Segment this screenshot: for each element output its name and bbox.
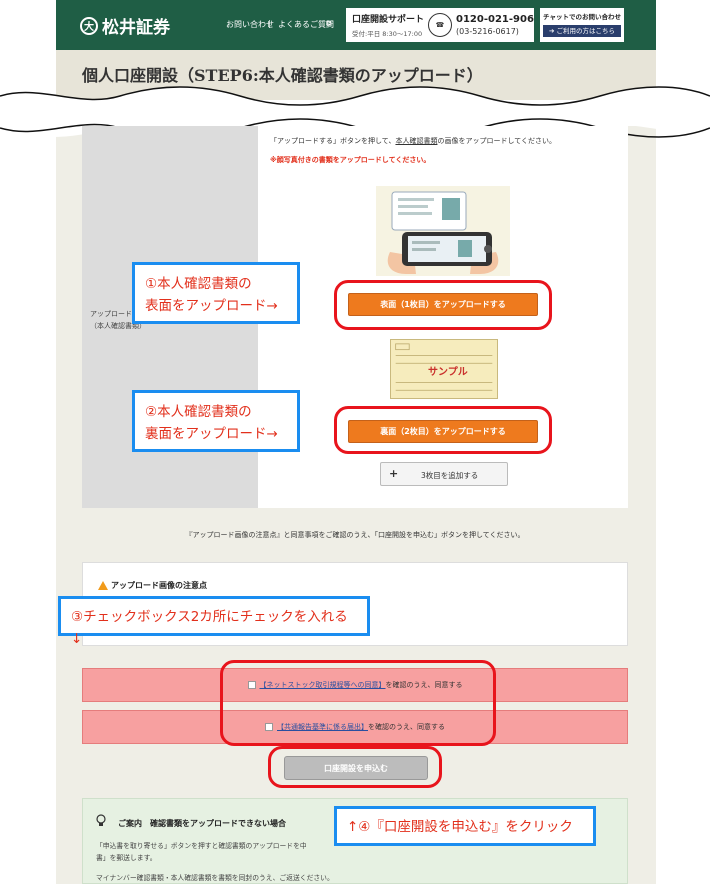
- support-hours: 受付:平日 8:30〜17:00: [352, 30, 423, 38]
- logo-text: 松井証券: [102, 18, 170, 38]
- header-separator: |: [268, 19, 271, 28]
- photo-id-warning: ※顔写真付きの書類をアップロードしてください。: [270, 156, 431, 164]
- highlight-front-upload: [334, 280, 552, 330]
- agreement-suffix-2: を確認のうえ、同意する: [368, 723, 445, 731]
- warning-icon: [98, 581, 108, 590]
- highlight-submit: [268, 746, 442, 788]
- add-button-label: 3枚目を追加する: [421, 471, 479, 480]
- phone-main: 0120-021-906: [456, 14, 534, 25]
- annotation-1-line2: 表面をアップロード→: [145, 298, 278, 314]
- chat-box: チャットでのお問い合わせ ➔ ご利用の方はこちら: [540, 8, 624, 42]
- upload-label: アップロード （本人確認書類）: [90, 308, 146, 332]
- guide-text-1: 「申込書を取り寄せる」ボタンを押すと確認書類のアップロードを中: [96, 842, 307, 850]
- lightbulb-icon: [96, 814, 106, 826]
- agreement-suffix-1: を確認のうえ、同意する: [385, 681, 463, 689]
- terms-link-2[interactable]: 【共通報告基準に係る届出】: [277, 723, 368, 731]
- highlight-checkboxes: [220, 660, 496, 746]
- annotation-1-line1: ①本人確認書類の: [145, 276, 252, 292]
- chat-button-label: ご利用の方はこちら: [556, 27, 616, 35]
- upload-notes-heading: アップロード画像の注意点: [98, 580, 207, 591]
- upload-back-button[interactable]: 裏面（2枚目）をアップロードする: [348, 420, 538, 443]
- support-box: 口座開設サポート 受付:平日 8:30〜17:00 ☎ 0120-021-906…: [346, 8, 534, 42]
- upload-instruction: 「アップロードする」ボタンを押して、本人確認書類の画像をアップロードしてください…: [270, 136, 556, 146]
- guide-title: ご案内 確認書類をアップロードできない場合: [118, 819, 286, 828]
- checkbox-1[interactable]: [247, 681, 256, 689]
- upload-label-line1: アップロード: [90, 310, 132, 318]
- agreement-instruction: 『アップロード画像の注意点』と同意事項をご確認のうえ、「口座開設を申込む」ボタン…: [185, 531, 525, 539]
- sample-label: サンプル: [428, 367, 468, 378]
- annotation-2-line1: ②本人確認書類の: [145, 404, 252, 420]
- instruction-post: の画像をアップロードしてください。: [437, 137, 557, 145]
- guide-text-3: マイナンバー確認書類・本人確認書類を書類を同封のうえ、ご返送ください。: [96, 874, 334, 882]
- annotation-step-3: ③チェックボックス2カ所にチェックを入れる↓: [58, 596, 370, 647]
- site-logo[interactable]: 大 松井証券: [80, 13, 170, 38]
- support-title: 口座開設サポート: [352, 15, 425, 25]
- contact-link[interactable]: お問い合わせ: [226, 20, 274, 29]
- agreement-row-1[interactable]: 【ネットストック取引規程等への同意】 を確認のうえ、同意する: [82, 668, 628, 702]
- external-link-icon: ⧉: [326, 19, 332, 28]
- phone-sub: (03-5216-0617): [456, 27, 519, 36]
- chat-button[interactable]: ➔ ご利用の方はこちら: [543, 25, 621, 37]
- add-third-image-button[interactable]: + 3枚目を追加する: [380, 462, 508, 486]
- sample-card-image: [390, 339, 498, 399]
- annotation-step-1: ①本人確認書類の 表面をアップロード→: [132, 262, 300, 324]
- id-document-link[interactable]: 本人確認書類: [395, 137, 438, 145]
- upload-front-button[interactable]: 表面（1枚目）をアップロードする: [348, 293, 538, 316]
- annotation-step-2: ②本人確認書類の 裏面をアップロード→: [132, 390, 300, 452]
- faq-link[interactable]: よくあるご質問: [278, 20, 334, 29]
- upload-label-line2: （本人確認書類）: [90, 322, 146, 330]
- guide-text-2: 書」を郵送します。: [96, 854, 157, 862]
- id-photo-illustration: [376, 186, 510, 276]
- annotation-step-4: ↑④『口座開設を申込む』をクリック: [334, 806, 596, 846]
- checkbox-2[interactable]: [265, 723, 273, 731]
- annotation-2-line2: 裏面をアップロード→: [145, 426, 278, 442]
- chat-title: チャットでのお問い合わせ: [543, 13, 621, 21]
- terms-link-1[interactable]: 【ネットストック取引規程等への同意】: [259, 681, 386, 689]
- notes-title: アップロード画像の注意点: [111, 581, 207, 590]
- logo-mark-icon: 大: [80, 16, 98, 35]
- arrow-right-icon: ➔: [548, 27, 555, 35]
- instruction-pre: 「アップロードする」ボタンを押して、: [270, 137, 396, 145]
- plus-icon: +: [389, 467, 399, 480]
- submit-application-button[interactable]: 口座開設を申込む: [284, 756, 428, 780]
- highlight-back-upload: [334, 406, 552, 454]
- page-title: 個人口座開設（STEP6:本人確認書類のアップロード）: [82, 66, 483, 85]
- phone-icon: ☎: [428, 13, 453, 37]
